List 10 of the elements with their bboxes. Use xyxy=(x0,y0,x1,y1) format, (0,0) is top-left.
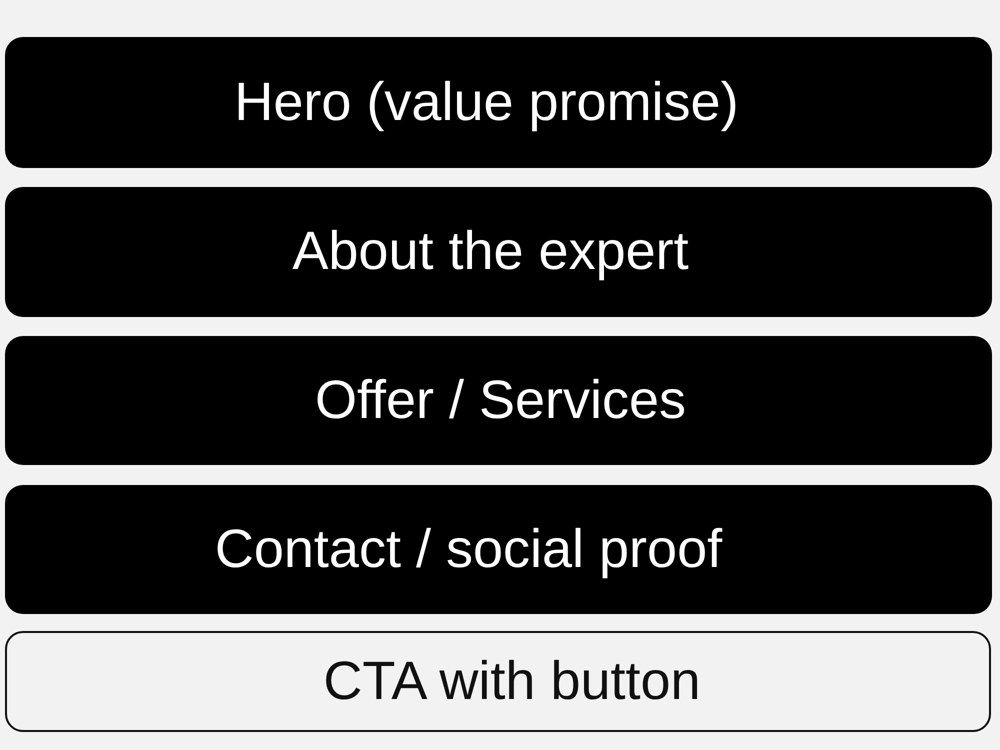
cta-section-block xyxy=(5,631,991,732)
section-title: Hero (value promise) xyxy=(234,72,739,132)
section-block xyxy=(5,187,992,317)
section-block xyxy=(5,336,992,465)
section-title: About the expert xyxy=(292,222,689,282)
section-block xyxy=(5,485,992,614)
section-title: CTA with button xyxy=(323,652,701,712)
section-title: Offer / Services xyxy=(314,370,686,430)
section-title: Contact / social proof xyxy=(214,520,722,580)
section-block xyxy=(5,37,992,168)
